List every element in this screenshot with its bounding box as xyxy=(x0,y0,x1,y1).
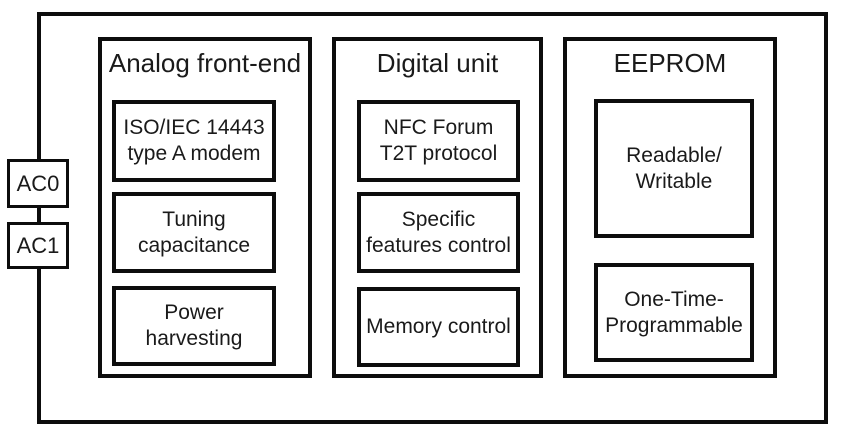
pin-ac1: AC1 xyxy=(7,222,69,269)
block-readable-writable: Readable/ Writable xyxy=(594,99,754,238)
block-one-time-programmable: One-Time- Programmable xyxy=(594,263,754,362)
block-nfc-forum-t2t-protocol: NFC Forum T2T protocol xyxy=(357,100,520,182)
section-eeprom: EEPROM Readable/ Writable One-Time- Prog… xyxy=(563,37,777,378)
block-tuning-capacitance: Tuning capacitance xyxy=(112,192,276,273)
section-title-eeprom: EEPROM xyxy=(613,48,727,78)
section-title-analog-front-end: Analog front-end xyxy=(108,48,302,78)
section-title-digital-unit: Digital unit xyxy=(376,48,499,78)
block-memory-control: Memory control xyxy=(357,287,520,367)
block-iso-iec-14443-type-a-modem: ISO/IEC 14443 type A modem xyxy=(112,100,276,182)
section-digital-unit: Digital unit NFC Forum T2T protocol Spec… xyxy=(332,37,543,378)
section-analog-front-end: Analog front-end ISO/IEC 14443 type A mo… xyxy=(98,37,312,378)
block-power-harvesting: Power harvesting xyxy=(112,286,276,366)
pin-ac0: AC0 xyxy=(7,159,69,208)
block-specific-features-control: Specific features control xyxy=(357,192,520,273)
